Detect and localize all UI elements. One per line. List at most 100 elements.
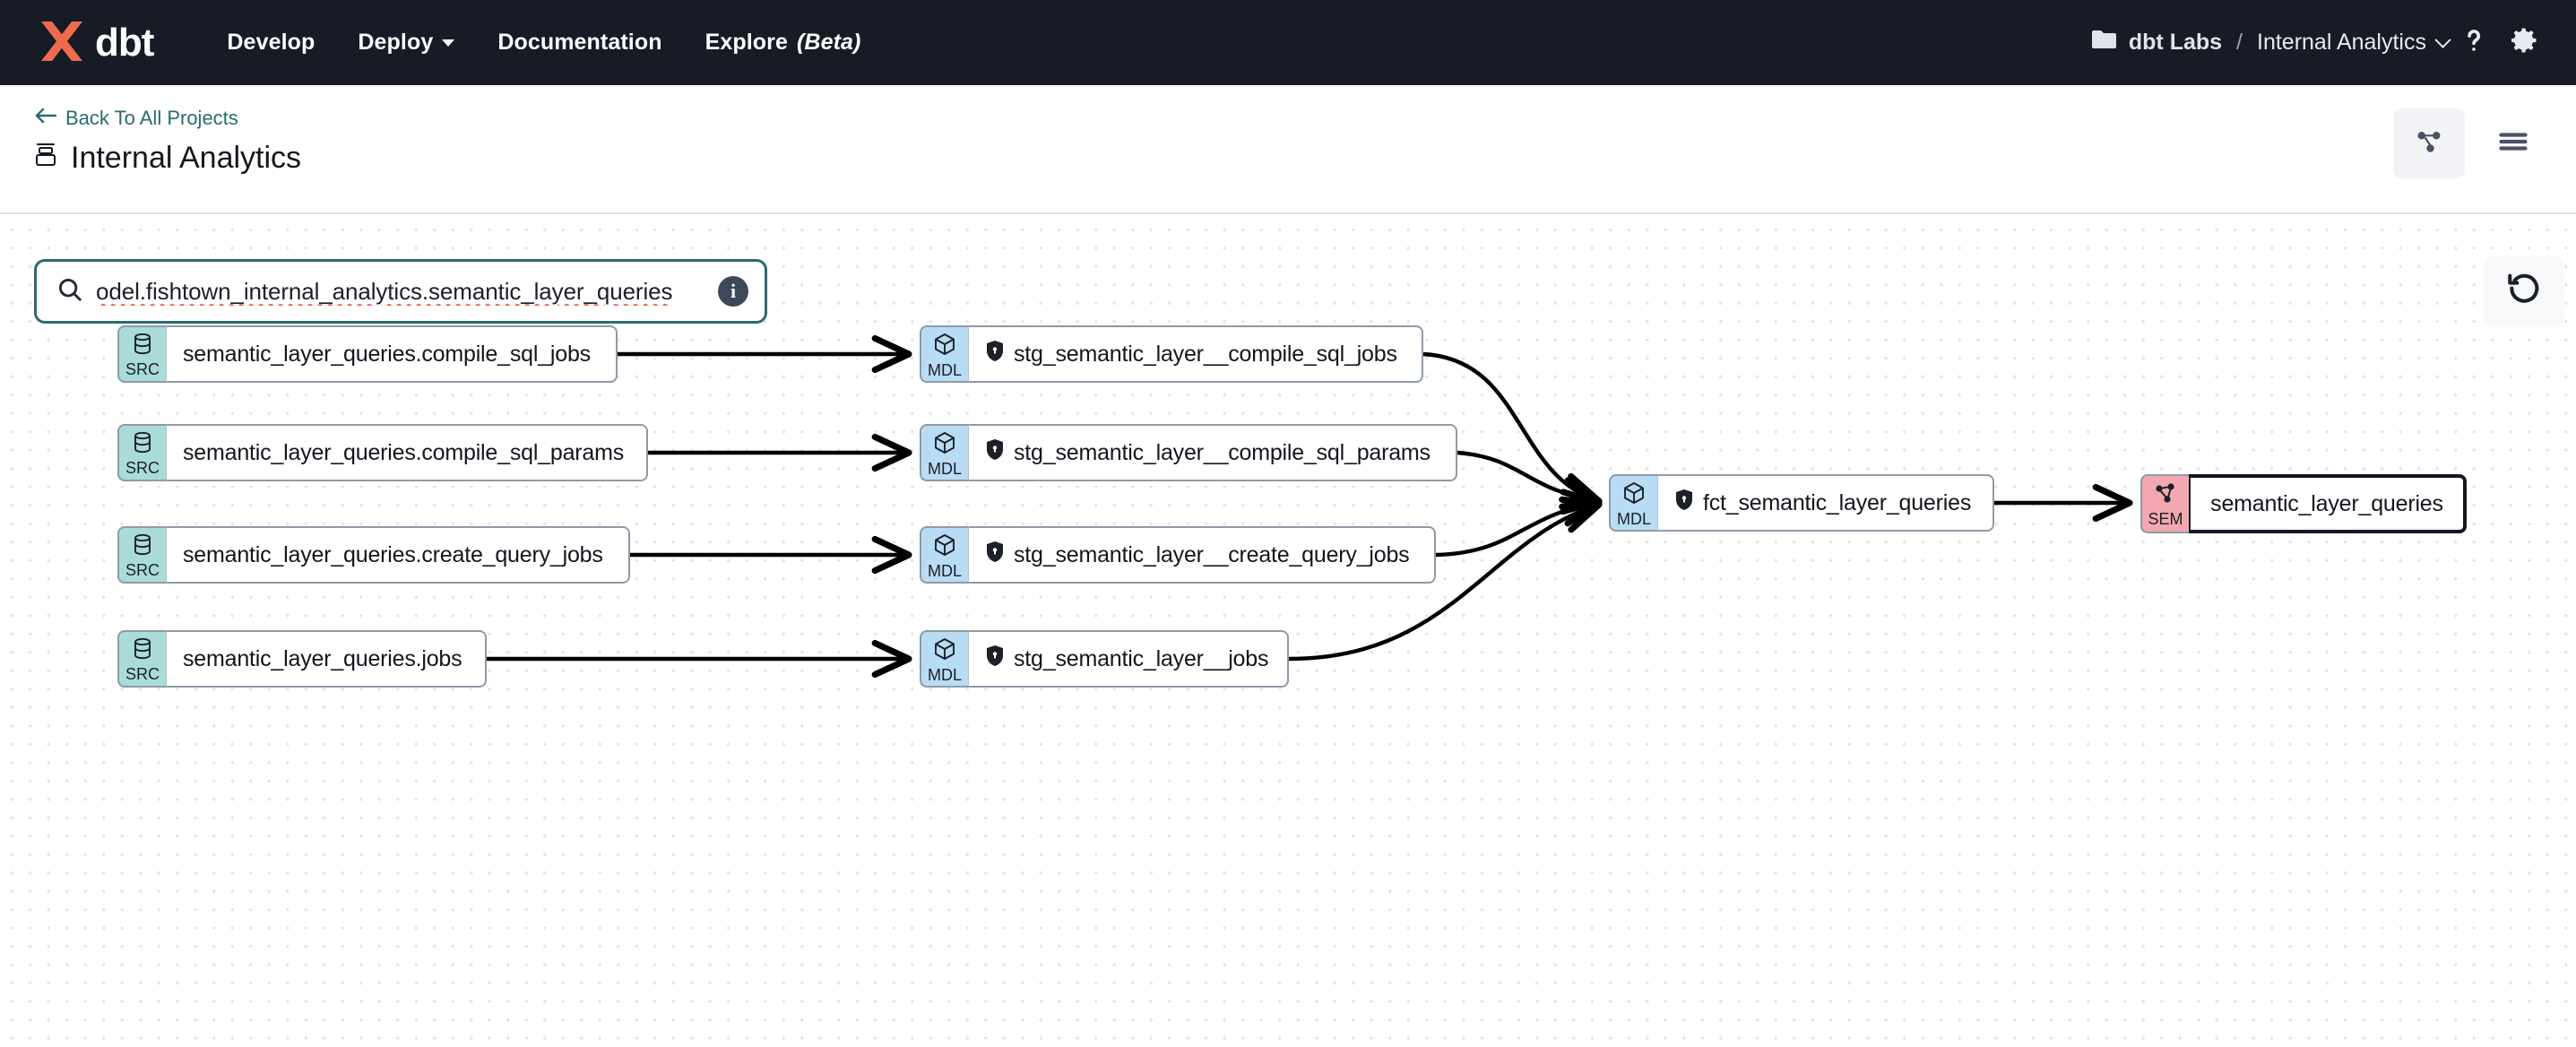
node-name-label: semantic_layer_queries.create_query_jobs (183, 541, 603, 567)
gear-icon (2508, 24, 2540, 61)
lineage-canvas[interactable]: odel.fishtown_internal_analytics.semanti… (0, 216, 2576, 1047)
node-type-label: MDL (927, 459, 962, 478)
lineage-node-src1[interactable]: SRC semantic_layer_queries.compile_sql_j… (117, 325, 618, 383)
node-name-label: semantic_layer_queries (2210, 490, 2443, 516)
breadcrumb-project-label: Internal Analytics (2257, 30, 2426, 55)
nav-link-develop[interactable]: Develop (205, 21, 336, 65)
lineage-node-sem-selected[interactable]: SEM semantic_layer_queries (2140, 474, 2467, 533)
node-type-label: SRC (125, 360, 160, 378)
node-name: semantic_layer_queries.compile_sql_param… (166, 424, 648, 481)
edge-mdl3-fct (1435, 489, 1603, 558)
node-name: semantic_layer_queries.create_query_jobs (166, 526, 630, 584)
cube-icon (933, 333, 956, 361)
shield-lock-icon (985, 438, 1005, 467)
nav-link-deploy-label: Deploy (358, 30, 434, 55)
node-name-label: fct_semantic_layer_queries (1703, 489, 1972, 515)
help-button[interactable] (2449, 18, 2499, 68)
breadcrumb-account[interactable]: dbt Labs (2091, 29, 2222, 56)
shield-lock-icon (985, 340, 1005, 368)
node-type-badge-src: SRC (117, 424, 166, 481)
database-cylinder-icon (132, 533, 153, 561)
node-name: fct_semantic_layer_queries (1657, 474, 1994, 532)
node-name-label: semantic_layer_queries.compile_sql_jobs (183, 341, 591, 367)
dbt-logo-icon (34, 18, 90, 68)
breadcrumb-project[interactable]: Internal Analytics (2257, 30, 2451, 56)
nav-link-explore-beta-tag: (Beta) (796, 30, 861, 55)
node-name: semantic_layer_queries (2189, 474, 2467, 533)
lineage-node-fct[interactable]: MDL fct_semantic_layer_queries (1609, 474, 1994, 532)
folder-icon (2091, 29, 2118, 56)
lineage-node-src3[interactable]: SRC semantic_layer_queries.create_query_… (117, 526, 630, 584)
dbt-logo-text: dbt (95, 20, 154, 65)
node-type-label: SRC (125, 459, 160, 477)
cube-icon (933, 533, 956, 562)
cube-icon (933, 637, 956, 666)
node-name: semantic_layer_queries.jobs (166, 630, 487, 688)
node-type-label: SEM (2148, 510, 2183, 528)
node-type-label: MDL (927, 561, 962, 580)
node-type-label: MDL (927, 665, 962, 684)
lineage-view-button[interactable] (2393, 108, 2465, 178)
node-search-value: odel.fishtown_internal_analytics.semanti… (96, 277, 673, 305)
node-type-badge-mdl: MDL (920, 325, 968, 383)
nav-link-explore-label: Explore (705, 30, 788, 55)
node-type-badge-mdl: MDL (920, 526, 968, 584)
reset-rotate-ccw-icon (2505, 271, 2543, 313)
lineage-node-mdl4[interactable]: MDL stg_semantic_layer__jobs (920, 630, 1289, 688)
lineage-edges (487, 334, 2133, 679)
reset-view-button[interactable] (2485, 255, 2563, 327)
node-type-badge-src: SRC (117, 630, 166, 688)
node-name-label: stg_semantic_layer__compile_sql_jobs (1014, 341, 1397, 367)
nav-link-explore[interactable]: Explore (Beta) (684, 21, 883, 65)
back-to-all-projects-link[interactable]: Back To All Projects (34, 107, 238, 130)
help-question-icon (2459, 25, 2489, 60)
database-cylinder-icon (132, 637, 153, 665)
lineage-node-mdl3[interactable]: MDL stg_semantic_layer__create_query_job… (920, 526, 1436, 584)
lineage-graph-icon (2413, 125, 2445, 162)
project-subheader: Back To All Projects Internal Analytics (0, 85, 2576, 214)
semantic-graph-icon (2154, 482, 2177, 510)
node-search-input[interactable]: odel.fishtown_internal_analytics.semanti… (34, 259, 767, 324)
node-type-label: MDL (927, 360, 962, 379)
node-type-label: SRC (125, 665, 160, 683)
dbt-logo[interactable]: dbt (34, 18, 154, 68)
breadcrumb-separator: / (2236, 30, 2243, 55)
node-name: stg_semantic_layer__compile_sql_jobs (968, 325, 1423, 383)
settings-button[interactable] (2499, 18, 2549, 68)
node-name-label: stg_semantic_layer__create_query_jobs (1014, 541, 1410, 567)
node-name-label: stg_semantic_layer__jobs (1014, 645, 1269, 671)
node-type-badge-mdl: MDL (920, 424, 968, 481)
info-circle-icon[interactable]: i (718, 276, 748, 307)
page-title-label: Internal Analytics (71, 141, 302, 175)
node-type-badge-mdl: MDL (920, 630, 968, 688)
cube-icon (1622, 481, 1646, 510)
nav-link-develop-label: Develop (227, 30, 316, 55)
node-type-label: MDL (1616, 509, 1651, 528)
arrow-left-icon (34, 107, 57, 130)
back-to-all-projects-label: Back To All Projects (65, 107, 238, 129)
nav-link-deploy[interactable]: Deploy (336, 21, 476, 65)
lineage-node-src2[interactable]: SRC semantic_layer_queries.compile_sql_p… (117, 424, 648, 481)
lineage-node-mdl1[interactable]: MDL stg_semantic_layer__compile_sql_jobs (920, 325, 1423, 383)
node-name: stg_semantic_layer__jobs (968, 630, 1289, 688)
node-name-label: semantic_layer_queries.compile_sql_param… (183, 439, 625, 465)
database-cylinder-icon (132, 333, 153, 360)
chevron-down-icon (442, 39, 455, 47)
primary-nav-links: Develop Deploy Documentation Explore (Be… (205, 21, 882, 65)
page-title: Internal Analytics (34, 141, 301, 176)
nav-right-cluster: dbt Labs / Internal Analytics (2091, 18, 2549, 68)
node-type-badge-sem: SEM (2140, 474, 2189, 533)
database-project-icon (34, 141, 57, 176)
list-view-button[interactable] (2477, 108, 2549, 178)
database-cylinder-icon (132, 431, 153, 459)
breadcrumb-account-label: dbt Labs (2128, 30, 2223, 55)
search-icon (56, 276, 83, 307)
nav-link-documentation[interactable]: Documentation (476, 21, 683, 65)
shield-lock-icon (1674, 489, 1694, 517)
node-type-badge-mdl: MDL (1609, 474, 1657, 532)
lineage-node-mdl2[interactable]: MDL stg_semantic_layer__compile_sql_para… (920, 424, 1457, 481)
top-navigation-bar: dbt Develop Deploy Documentation Explore… (0, 0, 2576, 85)
shield-lock-icon (985, 645, 1005, 673)
hamburger-list-icon (2497, 128, 2529, 160)
lineage-node-src4[interactable]: SRC semantic_layer_queries.jobs (117, 630, 487, 688)
